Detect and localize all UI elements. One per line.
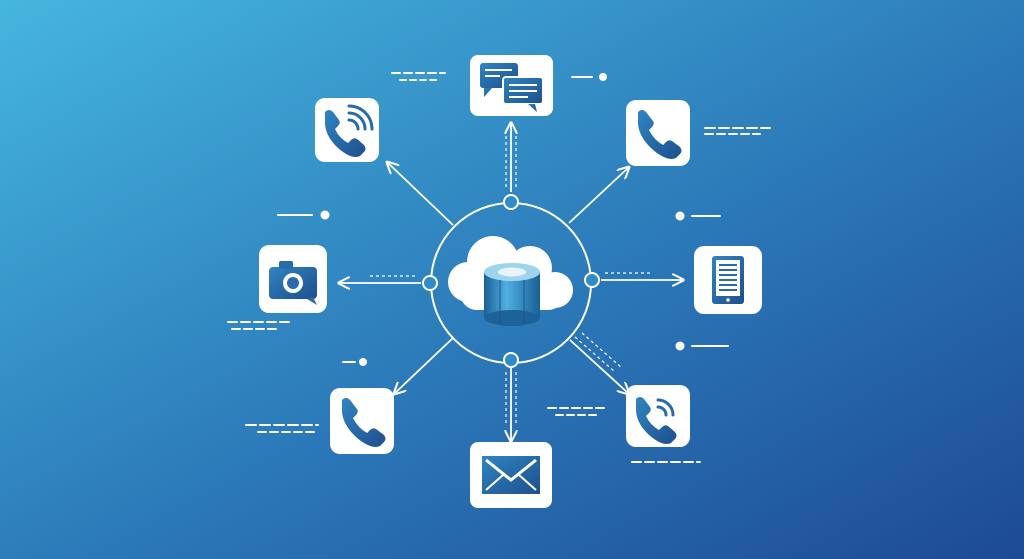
tile-phone-signal-tl [315,98,379,162]
chat-bubbles-icon [480,63,544,112]
hub [422,194,600,368]
decorative-dashes [227,72,771,463]
arrow-to-phone-tr [568,168,628,224]
tile-camera [259,245,327,313]
database-icon [484,263,540,326]
tile-phone-bl [330,388,394,454]
phone-signal-icon [635,397,677,444]
node-bottom [503,352,519,368]
connectors [340,124,682,440]
tile-tablet [694,246,762,314]
node-top [503,194,519,210]
phone-icon [637,110,682,159]
arrow-to-phone-br [569,339,628,393]
node-right [584,272,600,288]
phone-signal-icon [324,104,374,157]
phone-icon [341,398,386,447]
tile-chat [470,55,553,116]
camera-icon [269,261,317,305]
tablet-document-icon [712,256,744,304]
tile-phone-signal-br [626,385,690,447]
envelope-icon [482,456,540,494]
arrow-to-phone-tl [388,163,454,226]
tile-phone-tr [626,100,690,166]
tile-envelope [470,442,552,508]
node-left [422,275,438,291]
arrow-to-phone-bl [395,337,454,393]
